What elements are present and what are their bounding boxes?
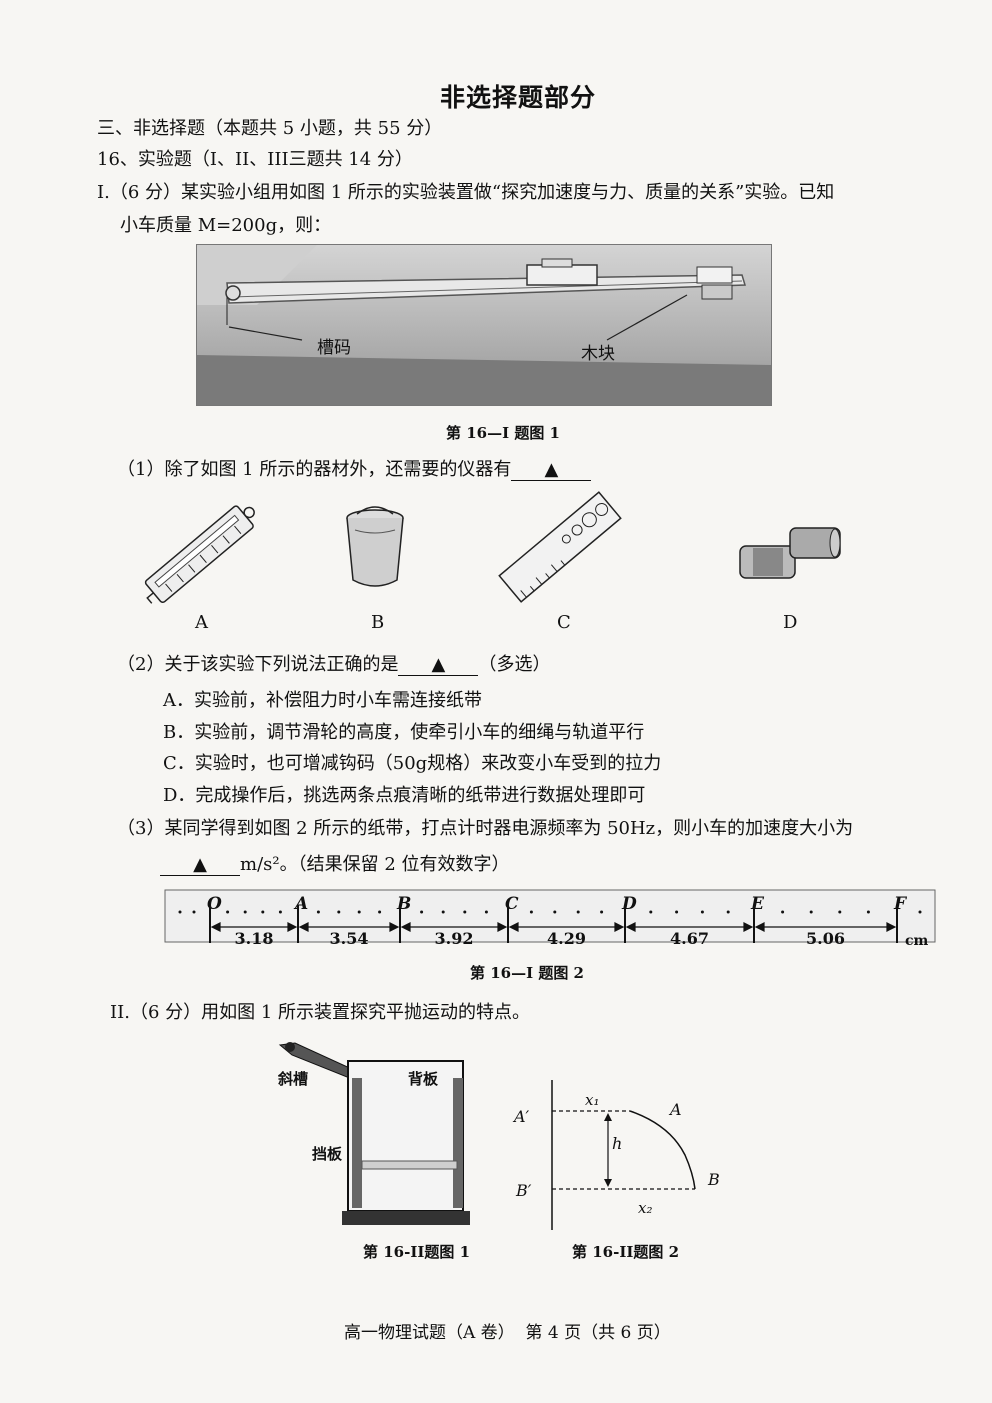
tape-dot: [866, 910, 870, 914]
part-1-intro-line2: 小车质量 M=200g，则：: [120, 215, 332, 236]
tape-dot: [261, 910, 265, 914]
apparatus-photo: 槽码 木块: [196, 244, 772, 406]
q2-choice-a: A．实验前，补偿阻力时小车需连接纸带: [163, 690, 482, 711]
projectile-apparatus-figure: [278, 1042, 470, 1225]
tape-dot: [700, 910, 704, 914]
tape-point-E: E: [750, 894, 765, 914]
tape-arrowhead: [210, 922, 221, 932]
tape-dot: [357, 910, 361, 914]
part-1-intro-line1: I.（6 分）某实验小组用如图 1 所示的实验装置做“探究加速度与力、质量的关系…: [97, 182, 835, 203]
tape-point-C: C: [505, 894, 519, 914]
paper-tape-figure: O A B C D E F 3.18 3.54 3.92 4.29 4.67 5.06 cm: [164, 889, 936, 949]
tape-arrowhead: [614, 922, 625, 932]
option-c-label: C: [557, 612, 571, 633]
q2-choice-b: B．实验前，调节滑轮的高度，使牵引小车的细绳与轨道平行: [163, 722, 645, 743]
label-b: B: [707, 1170, 720, 1189]
tape-dot: [441, 910, 445, 914]
label-chute: 斜槽: [278, 1070, 309, 1088]
tape-dot: [378, 910, 382, 914]
q3-answer-line: ▲m/s²。（结果保留 2 位有效数字）: [160, 850, 510, 876]
tape-dot: [420, 910, 424, 914]
tape-dot: [781, 910, 785, 914]
tape-dot: [226, 910, 230, 914]
tape-dot: [337, 910, 341, 914]
tape-arrowhead: [400, 922, 411, 932]
tape-segment-label: 4.29: [547, 929, 586, 948]
q3-text: （3）某同学得到如图 2 所示的纸带，打点计时器电源频率为 50Hz，则小车的加…: [117, 818, 854, 839]
label-x1: x₁: [585, 1091, 599, 1109]
q1-answer-blank[interactable]: ▲: [511, 459, 592, 481]
tape-dot: [726, 910, 730, 914]
trajectory-figure: A′ B′ A B h x₁ x₂: [512, 1080, 720, 1230]
q3-answer-blank[interactable]: ▲: [160, 854, 240, 876]
section-heading: 三、非选择题（本题共 5 小题，共 55 分）: [97, 118, 443, 139]
tape-segment-label: 3.18: [235, 929, 274, 948]
page-footer: 高一物理试题（A 卷） 第 4 页（共 6 页）: [344, 1323, 671, 1343]
fig-16-1-caption: 第 16—I 题图 1: [446, 424, 560, 442]
batteries-icon: [739, 527, 841, 579]
tape-segment-label: 3.54: [330, 929, 369, 948]
q2-choice-d: D．完成操作后，挑选两条点痕清晰的纸带进行数据处理即可: [163, 785, 646, 806]
q1-text: （1）除了如图 1 所示的器材外，还需要的仪器有▲: [117, 455, 592, 481]
tape-dot: [316, 910, 320, 914]
fig-16-2-2-caption: 第 16-II题图 2: [572, 1243, 680, 1261]
label-block: 木块: [581, 344, 615, 364]
option-a-label: A: [195, 612, 208, 633]
q2-answer-blank[interactable]: ▲: [398, 654, 479, 676]
tape-segment-label: 3.92: [435, 929, 474, 948]
tape-point-A: A: [293, 894, 308, 914]
question-16-heading: 16、实验题（I、II、III三题共 14 分）: [97, 149, 413, 170]
tape-dot: [918, 910, 922, 914]
label-x2: x₂: [638, 1199, 652, 1217]
tape-dot: [243, 910, 247, 914]
label-baffle: 挡板: [312, 1145, 343, 1163]
tape-dot: [484, 910, 488, 914]
label-h: h: [612, 1134, 622, 1153]
q2-choice-c: C．实验时，也可增减钩码（50g规格）来改变小车受到的拉力: [163, 753, 662, 774]
tape-point-O: O: [207, 894, 222, 914]
tape-dot: [576, 910, 580, 914]
tape-segment-label: 4.67: [670, 929, 709, 948]
tape-dot: [649, 910, 653, 914]
tape-dot: [553, 910, 557, 914]
fig-16-2-1-caption: 第 16-II题图 1: [363, 1243, 471, 1261]
tape-dot: [192, 910, 196, 914]
tape-arrowhead: [625, 922, 636, 932]
tape-arrowhead: [754, 922, 765, 932]
label-a-prime: A′: [512, 1107, 530, 1126]
part-2-intro: II.（6 分）用如图 1 所示装置探究平抛运动的特点。: [110, 1002, 531, 1023]
tape-point-F: F: [893, 894, 908, 914]
tape-dot: [178, 910, 182, 914]
tape-point-B: B: [396, 894, 411, 914]
tape-arrowhead: [743, 922, 754, 932]
tape-arrowhead: [389, 922, 400, 932]
q2-text: （2）关于该实验下列说法正确的是▲（多选）: [117, 654, 551, 676]
tape-unit: cm: [905, 933, 929, 949]
tape-arrowhead: [508, 922, 519, 932]
tape-dot: [600, 910, 604, 914]
beaker-weight-icon: [346, 506, 404, 587]
spring-scale-icon: [144, 505, 255, 604]
tape-dot: [838, 910, 842, 914]
fig-16-1-2-caption: 第 16—I 题图 2: [470, 964, 584, 982]
tape-dot: [278, 910, 282, 914]
tape-segment-label: 5.06: [806, 929, 845, 948]
tape-arrowhead: [298, 922, 309, 932]
ruler-icon: [498, 491, 622, 603]
tape-dot: [463, 910, 467, 914]
tape-dot: [675, 910, 679, 914]
label-b-prime: B′: [515, 1181, 532, 1200]
tape-dot: [809, 910, 813, 914]
tape-dot: [529, 910, 533, 914]
label-board: 背板: [408, 1070, 439, 1088]
label-a: A: [668, 1100, 682, 1119]
tape-arrowhead: [886, 922, 897, 932]
tape-arrowhead: [497, 922, 508, 932]
option-d-label: D: [783, 612, 798, 633]
tape-arrowhead: [287, 922, 298, 932]
page-title: 非选择题部分: [440, 83, 597, 112]
option-b-label: B: [371, 612, 385, 633]
tape-point-D: D: [621, 894, 637, 914]
label-weight: 槽码: [317, 338, 351, 358]
